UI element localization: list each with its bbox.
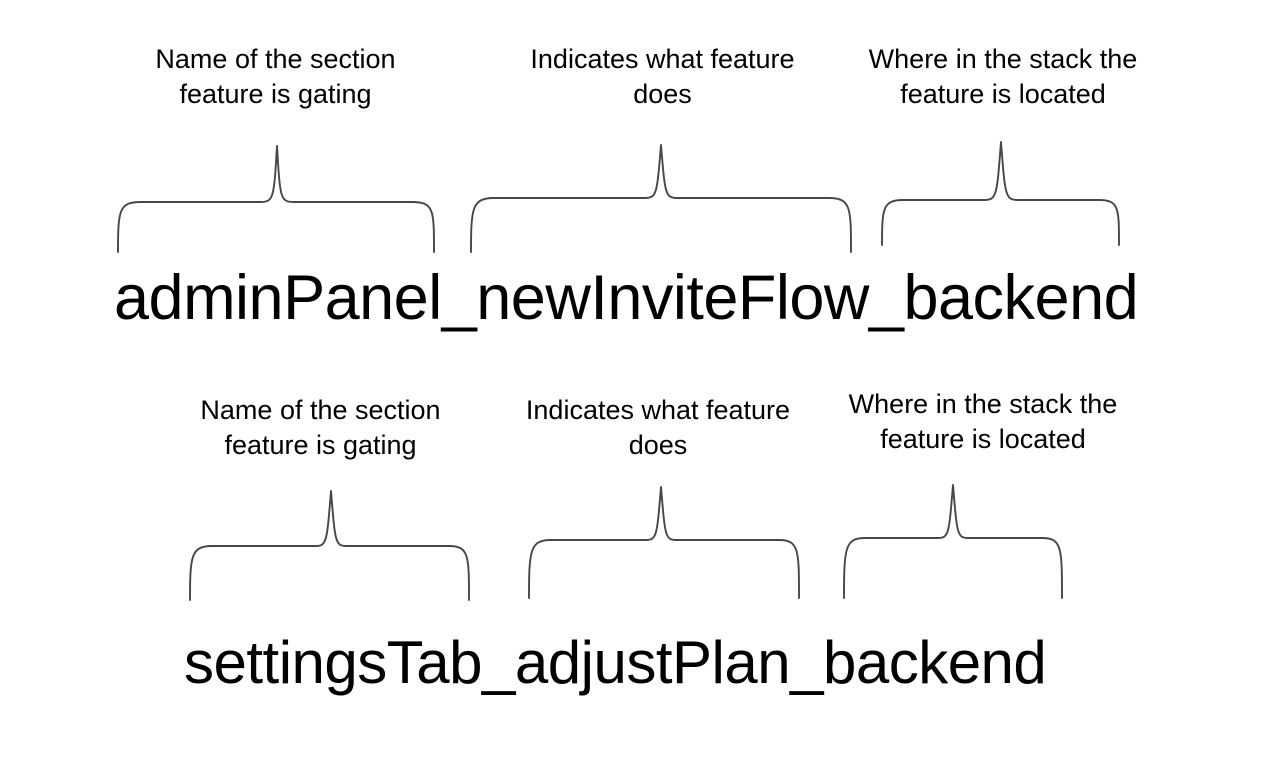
annotation-row2-segment3: Where in the stack the feature is locate…: [848, 389, 1118, 454]
flag-name-row2: settingsTab_adjustPlan_backend: [184, 629, 1047, 696]
annotation-row1-segment2: Indicates what feature does: [530, 44, 795, 109]
brace-row1-segment3: [881, 141, 1120, 246]
brace-row2-segment2: [528, 486, 800, 599]
annotation-row1-segment3: Where in the stack the feature is locate…: [868, 44, 1138, 109]
brace-row1-segment1: [117, 145, 435, 253]
annotation-row2-segment2: Indicates what feature does: [525, 395, 791, 460]
brace-row1-segment2: [470, 144, 852, 253]
flag-name-row1: adminPanel_newInviteFlow_backend: [114, 263, 1139, 333]
brace-row2-segment1: [189, 490, 470, 601]
annotation-row2-segment1: Name of the section feature is gating: [200, 395, 441, 460]
annotation-row1-segment1: Name of the section feature is gating: [155, 44, 396, 109]
brace-row2-segment3: [843, 484, 1063, 599]
